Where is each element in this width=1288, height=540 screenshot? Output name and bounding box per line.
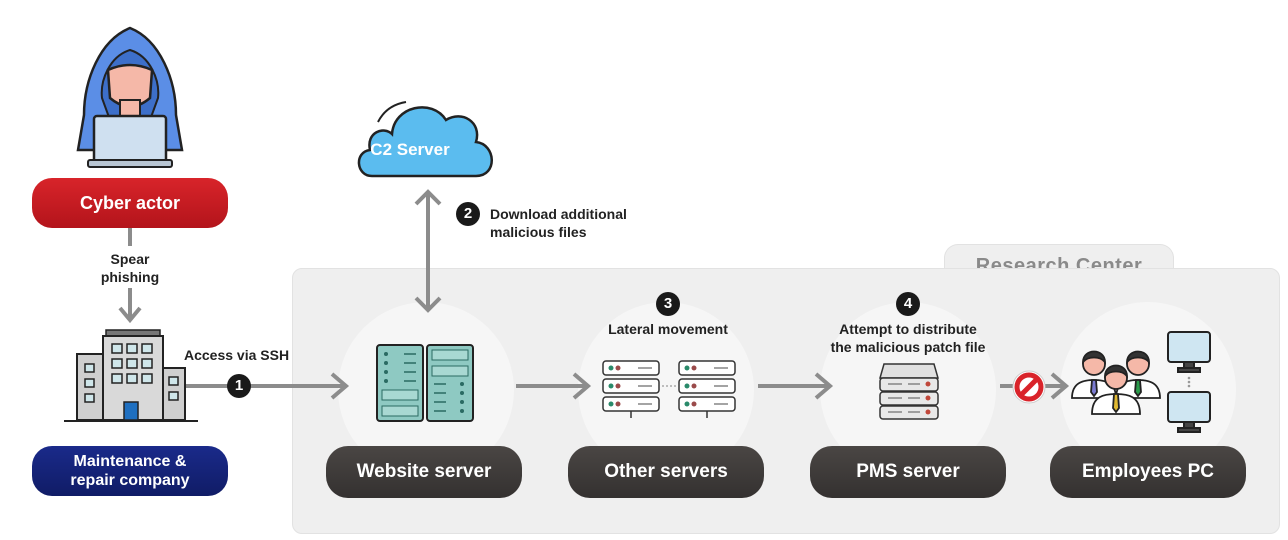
ssh-access-arrow bbox=[186, 372, 350, 400]
pms-server-label: PMS server bbox=[810, 446, 1006, 498]
step-4-label: Attempt to distribute the malicious patc… bbox=[830, 321, 986, 355]
hacker-icon bbox=[76, 26, 184, 168]
blocked-icon bbox=[1012, 370, 1046, 404]
cyber-actor-label: Cyber actor bbox=[32, 178, 228, 228]
distribute-arrow bbox=[758, 372, 834, 400]
step-3-label: Lateral movement bbox=[608, 321, 728, 337]
other-servers-label: Other servers bbox=[568, 446, 764, 498]
server-cluster-icon bbox=[602, 360, 736, 418]
cloud-icon bbox=[357, 101, 493, 178]
c2-download-arrow bbox=[414, 189, 442, 313]
employees-icon bbox=[1071, 350, 1161, 415]
spear-phishing-label: Spear phishing bbox=[100, 251, 160, 285]
step-2-badge: 2 bbox=[456, 202, 480, 226]
step-2-label: Download additional malicious files bbox=[490, 206, 627, 240]
spear-phishing-arrow bbox=[118, 228, 142, 324]
pc-monitors-icon bbox=[1167, 331, 1211, 433]
employees-pc-label: Employees PC bbox=[1050, 446, 1246, 498]
step-1-label: Access via SSH bbox=[184, 347, 290, 363]
server-rack-icon bbox=[376, 344, 474, 422]
website-server-label: Website server bbox=[326, 446, 522, 498]
step-1-badge: 1 bbox=[227, 374, 251, 398]
building-icon bbox=[64, 329, 198, 422]
server-stack-icon bbox=[879, 363, 939, 420]
c2-server-label: C2 Server bbox=[370, 140, 450, 159]
step-4-badge: 4 bbox=[896, 292, 920, 316]
lateral-arrow bbox=[516, 372, 592, 400]
step-3-badge: 3 bbox=[656, 292, 680, 316]
maintenance-company-label: Maintenance & repair company bbox=[32, 446, 228, 496]
